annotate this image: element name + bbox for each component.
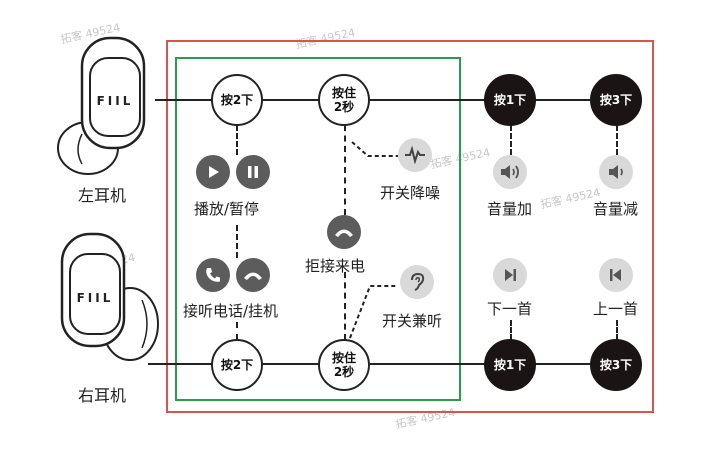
connector-dashed [510, 320, 512, 340]
right-earbud-functions-frame [166, 40, 654, 413]
press-2x-right-button: 按2下 [211, 339, 263, 391]
press-1x-right-vol-button: 按1下 [484, 74, 536, 126]
hang-up-icon [236, 258, 270, 292]
next-track-label: 下一首 [487, 300, 533, 318]
left-earbud-label: 左耳机 [78, 186, 127, 205]
ambient-toggle-label: 开关兼听 [382, 312, 443, 330]
right-earbud-image: FIIL [60, 232, 159, 361]
connector-line [155, 99, 639, 101]
answer-hangup-label: 接听电话/挂机 [183, 302, 279, 320]
press-3x-right-track-button: 按3下 [590, 339, 642, 391]
connector-dashed [616, 125, 618, 155]
press-3x-right-vol-button: 按3下 [590, 74, 642, 126]
next-track-icon [493, 258, 527, 292]
previous-track-icon [599, 258, 633, 292]
hold-2s-left-button: 按住 2秒 [318, 74, 370, 126]
connector-dashed [510, 125, 512, 155]
connector-dashed [616, 320, 618, 340]
noise-cancel-icon [398, 138, 432, 172]
press-2x-left-button: 按2下 [211, 74, 263, 126]
left-earbud-image: FIIL [57, 36, 146, 175]
svg-text:FIIL: FIIL [97, 94, 134, 108]
volume-down-label: 音量减 [593, 200, 639, 218]
ear-icon [400, 265, 434, 299]
volume-up-icon [493, 155, 527, 189]
shared-functions-frame [175, 57, 461, 401]
connector-line [148, 363, 639, 365]
answer-call-icon [196, 258, 230, 292]
hold-2s-right-button: 按住 2秒 [318, 339, 370, 391]
connector-dashed [236, 225, 238, 258]
connector-dashed [236, 125, 238, 155]
pause-icon [236, 155, 270, 189]
press-1x-right-track-button: 按1下 [484, 339, 536, 391]
volume-up-label: 音量加 [487, 200, 533, 218]
svg-text:FIIL: FIIL [77, 291, 114, 305]
reject-call-icon [327, 215, 361, 249]
volume-down-icon [599, 155, 633, 189]
play-icon [196, 155, 230, 189]
reject-call-label: 拒接来电 [305, 257, 366, 275]
connector-dashed [344, 272, 346, 340]
connector-dashed [351, 141, 398, 157]
previous-track-label: 上一首 [593, 300, 639, 318]
play-pause-label: 播放/暂停 [194, 200, 260, 218]
anc-toggle-label: 开关降噪 [380, 184, 441, 202]
right-earbud-label: 右耳机 [78, 386, 127, 405]
connector-dashed [236, 322, 238, 340]
connector-dashed [344, 125, 346, 215]
